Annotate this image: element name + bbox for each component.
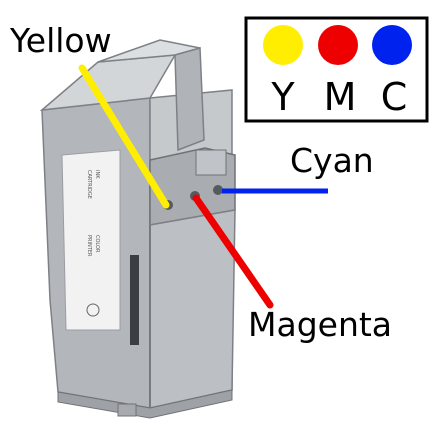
cartridge-head-ridge [195, 149, 227, 176]
cyan-swatch [372, 25, 412, 65]
recycle-icon [86, 303, 100, 317]
svg-text:CARTRIDGE: CARTRIDGE [86, 170, 92, 199]
svg-text:COLOR: COLOR [94, 235, 100, 253]
cyan-port [213, 185, 223, 195]
magenta-callout-label: Magenta [248, 305, 392, 344]
cartridge-label [61, 149, 121, 331]
yellow-swatch [263, 25, 303, 65]
color-legend: Y M C [244, 16, 429, 123]
cartridge-base [57, 389, 233, 419]
magenta-callout-line [192, 194, 274, 309]
svg-text:INK: INK [94, 170, 100, 179]
legend-letter-m: M [324, 75, 357, 119]
ink-cartridge: INK CARTRIDGE COLOR PRINTER [39, 39, 236, 419]
contact-strip [130, 255, 139, 345]
cartridge-top-block-side [174, 47, 205, 152]
legend-letter-c: C [381, 75, 408, 119]
magenta-swatch [318, 25, 358, 65]
svg-text:PRINTER: PRINTER [86, 235, 92, 257]
yellow-callout-label: Yellow [9, 21, 112, 60]
cyan-callout-label: Cyan [290, 141, 374, 180]
cartridge-foot [117, 403, 137, 417]
yellow-callout-line [78, 64, 170, 209]
legend-letter-y: Y [270, 75, 295, 119]
